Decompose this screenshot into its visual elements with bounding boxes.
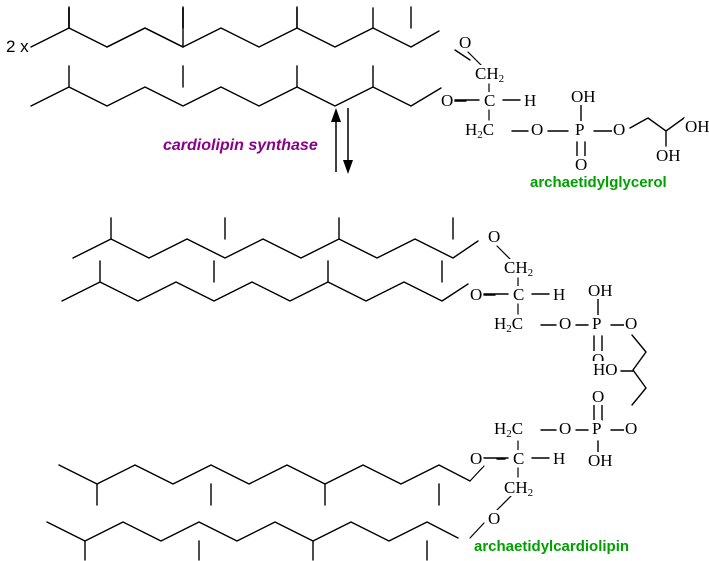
stoichiometry-label: 2 x: [6, 37, 29, 56]
atom-phosphate-oxo-top: O: [574, 155, 589, 174]
atom-central-glycerol-hydroxyl: HO: [592, 360, 619, 379]
atom-ether-oxygen-bottom-sn2: O: [469, 449, 484, 468]
atom-glycerol-c3-bottom: H2C: [493, 419, 525, 440]
atom-phosphorus-top: P: [574, 120, 586, 139]
enzyme-label: cardiolipin synthase: [163, 137, 318, 154]
atom-glycerol-c2-mid: C: [512, 285, 526, 304]
atom-phosphoester-oxygen-left-lower: O: [558, 419, 573, 438]
atom-glycerol-c1-top: CH2: [474, 64, 506, 85]
product-label-archaetidylglycerol: archaetidylglycerol: [530, 174, 667, 191]
atom-glycerol-c3-top: H2C: [464, 120, 496, 141]
chain-top-upper-branches: [68, 6, 412, 29]
atom-ether-oxygen-bottom-sn1: O: [487, 509, 502, 528]
atom-head-glycerol-c2-hydroxyl: OH: [655, 146, 682, 165]
chain-bottom-lower: [46, 521, 459, 561]
atom-head-glycerol-c3-hydroxyl: OH: [684, 117, 709, 136]
atom-glycerol-c2-hydrogen-top: H: [523, 91, 538, 110]
atom-glycerol-c2-hydrogen-mid: H: [552, 285, 567, 304]
atom-phosphate-oxo-mid-lower: O: [591, 387, 606, 406]
atom-glycerol-c1-bottom: CH2: [503, 478, 535, 499]
atom-phosphoester-oxygen-right-lower: O: [624, 419, 639, 438]
atom-ether-oxygen-mid-sn1: O: [487, 227, 502, 246]
atom-phosphoester-oxygen-left-mid: O: [558, 314, 573, 333]
headgroup-mid-upper-bonds: [496, 245, 647, 406]
atom-glycerol-c2-bottom: C: [512, 449, 526, 468]
atom-phosphorus-mid-lower: P: [591, 419, 603, 438]
atom-glycerol-c3-mid: H2C: [493, 314, 525, 335]
atom-phosphorus-mid-upper: P: [591, 314, 603, 333]
atom-phosphoester-oxygen-right-mid: O: [624, 314, 639, 333]
headgroup-mid-lower-bonds: [496, 403, 625, 511]
equilibrium-arrows: [331, 108, 353, 174]
chain-bottom-upper: [58, 464, 471, 506]
atom-phosphate-hydroxyl-top: OH: [570, 87, 597, 106]
headgroup-top-bonds: [467, 51, 702, 158]
atom-glycerol-c2-top: C: [483, 91, 497, 110]
atom-glycerol-c2-hydrogen-bottom: H: [552, 449, 567, 468]
atom-phosphoester-oxygen-right-top: O: [612, 120, 627, 139]
product-label-archaetidylcardiolipin: archaetidylcardiolipin: [474, 538, 630, 555]
chain-mid-upper: [72, 217, 479, 259]
atom-ether-oxygen-top-sn2: O: [440, 91, 455, 110]
atom-phosphoester-oxygen-left-top: O: [530, 120, 545, 139]
chain-mid-lower: [61, 260, 469, 302]
chain-top-lower: [30, 65, 442, 107]
atom-phosphate-hydroxyl-mid-upper: OH: [587, 281, 614, 300]
atom-glycerol-c1-mid: CH2: [503, 258, 535, 279]
bottom-ether-bonds: [469, 458, 506, 539]
atom-phosphate-hydroxyl-mid-lower: OH: [587, 451, 614, 470]
atom-ether-oxygen-mid-sn2: O: [469, 285, 484, 304]
atom-ether-oxygen-top-sn1: O: [458, 33, 473, 52]
